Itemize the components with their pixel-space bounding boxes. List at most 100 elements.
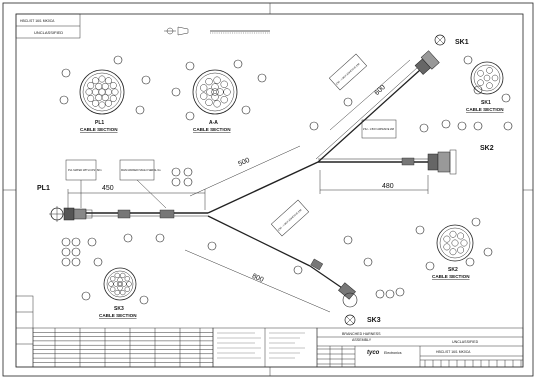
contact-dot bbox=[220, 96, 228, 104]
sk1-section-caption: CABLE SECTION bbox=[466, 107, 504, 112]
contact-dot bbox=[124, 286, 130, 292]
contact-dot bbox=[120, 289, 126, 296]
contact-dot bbox=[211, 83, 219, 91]
dim-500: 500 bbox=[237, 157, 251, 168]
sk2-section-caption: CABLE SECTION bbox=[432, 274, 470, 279]
scale-ruler bbox=[210, 30, 270, 34]
contact-dot bbox=[109, 95, 117, 102]
sk2-marker-box: ZTel - 1 BOX ADHESIVE 298 bbox=[361, 119, 397, 139]
svg-text:tyco: tyco bbox=[367, 350, 380, 356]
sk3-connector bbox=[338, 282, 358, 308]
item-balloon bbox=[71, 247, 81, 257]
contact-dot bbox=[443, 243, 451, 251]
item-balloon bbox=[61, 257, 71, 267]
contact-dot bbox=[117, 281, 123, 287]
item-balloon bbox=[501, 93, 511, 103]
contact-dot bbox=[486, 67, 493, 74]
contact-dot bbox=[477, 70, 484, 77]
svg-text:ZTel - 1 BOX ADHESIVE 298: ZTel - 1 BOX ADHESIVE 298 bbox=[277, 208, 303, 231]
item-balloon bbox=[93, 257, 103, 267]
contact-dot bbox=[108, 281, 114, 287]
contact-dot bbox=[98, 75, 106, 83]
contact-dot bbox=[491, 74, 499, 82]
item-balloon bbox=[503, 121, 513, 131]
contact-dot bbox=[120, 272, 126, 279]
pl1-marker-box: PL1 MATED WITH CPtr. SK1 bbox=[65, 159, 102, 208]
item-balloon bbox=[471, 217, 481, 227]
top-left-title-stub: HBCL/ST 16/1 MK0CA UNCLASSIFIED bbox=[15, 13, 81, 39]
classification-top: UNCLASSIFIED bbox=[34, 30, 63, 35]
item-balloon bbox=[135, 105, 145, 115]
pl1-label: PL1 bbox=[37, 185, 50, 192]
item-balloon bbox=[139, 295, 149, 305]
contact-dot bbox=[92, 77, 99, 85]
sk2-cable-section-drawing bbox=[436, 224, 474, 262]
parts-table bbox=[32, 327, 214, 368]
contact-dot bbox=[486, 82, 493, 89]
item-balloon bbox=[241, 105, 251, 115]
contact-dot bbox=[87, 82, 95, 89]
item-balloon bbox=[363, 257, 373, 267]
contact-dot bbox=[98, 88, 106, 96]
sk2-connector bbox=[427, 149, 457, 175]
sk1-cable-section-drawing bbox=[470, 61, 504, 95]
contact-dot bbox=[111, 88, 119, 96]
drawing-number-bottom: HBCL/ST 16/1 MK0CA bbox=[436, 350, 471, 354]
item-balloon bbox=[59, 95, 69, 105]
item-balloon bbox=[183, 167, 193, 177]
contact-dot bbox=[211, 93, 219, 101]
aa-cable-section-drawing bbox=[192, 69, 238, 115]
contact-dot bbox=[213, 100, 221, 108]
item-balloons bbox=[59, 55, 513, 305]
projection-symbol bbox=[164, 26, 189, 36]
drawing-number-top: HBCL/ST 16/1 MK0CA bbox=[20, 19, 55, 23]
contact-dot bbox=[449, 230, 457, 238]
contact-dot bbox=[114, 289, 120, 296]
sk2-section-name: SK2 bbox=[448, 267, 458, 273]
item-balloon bbox=[483, 247, 493, 257]
dimension-lines bbox=[67, 59, 429, 313]
sk1-marker-box: ZTel - 1 BOX ADHESIVE 298 bbox=[328, 53, 368, 91]
sk3-section-caption: CABLE SECTION bbox=[99, 313, 137, 318]
item-balloon bbox=[171, 87, 181, 97]
item-balloon bbox=[61, 237, 71, 247]
item-balloon bbox=[463, 55, 473, 65]
contact-dot bbox=[85, 88, 93, 96]
title-grid bbox=[317, 346, 523, 367]
contact-dot bbox=[200, 92, 208, 100]
contact-dot bbox=[216, 88, 224, 96]
item-balloon bbox=[61, 247, 71, 257]
contact-dot bbox=[483, 74, 491, 82]
item-balloon bbox=[171, 177, 181, 187]
title-line-1: BRANCHED HARNESS bbox=[342, 332, 381, 336]
item-balloon bbox=[257, 73, 267, 83]
sk3-label: SK3 bbox=[367, 317, 381, 324]
contact-dot bbox=[457, 246, 465, 254]
svg-text:MAIN MARKER ISSUE # SERIAL No.: MAIN MARKER ISSUE # SERIAL No. bbox=[121, 169, 161, 172]
contact-dot bbox=[223, 88, 231, 96]
zone-ticks bbox=[3, 3, 533, 376]
item-balloon bbox=[71, 237, 81, 247]
inline-sleeves bbox=[117, 157, 415, 271]
item-balloon bbox=[185, 61, 195, 71]
contact-dot bbox=[457, 232, 465, 240]
contact-dot bbox=[95, 82, 103, 90]
item-balloon bbox=[293, 265, 303, 275]
contact-dot bbox=[95, 94, 103, 102]
contact-dot bbox=[92, 88, 99, 96]
contact-dot bbox=[460, 239, 468, 247]
main-marker-box: MAIN MARKER ISSUE # SERIAL No. bbox=[119, 159, 167, 209]
contact-dot bbox=[200, 84, 208, 92]
sk1-label: SK1 bbox=[455, 39, 469, 46]
contact-dot bbox=[92, 99, 99, 107]
dim-600: 600 bbox=[374, 84, 387, 97]
contact-dot bbox=[114, 272, 120, 279]
dim-800: 800 bbox=[251, 273, 265, 284]
aa-section-name: A-A bbox=[209, 120, 218, 126]
notes-area bbox=[212, 327, 318, 368]
contact-dot bbox=[110, 286, 116, 292]
contact-dot bbox=[449, 248, 457, 256]
item-balloon bbox=[61, 68, 71, 78]
dim-450: 450 bbox=[102, 185, 114, 192]
